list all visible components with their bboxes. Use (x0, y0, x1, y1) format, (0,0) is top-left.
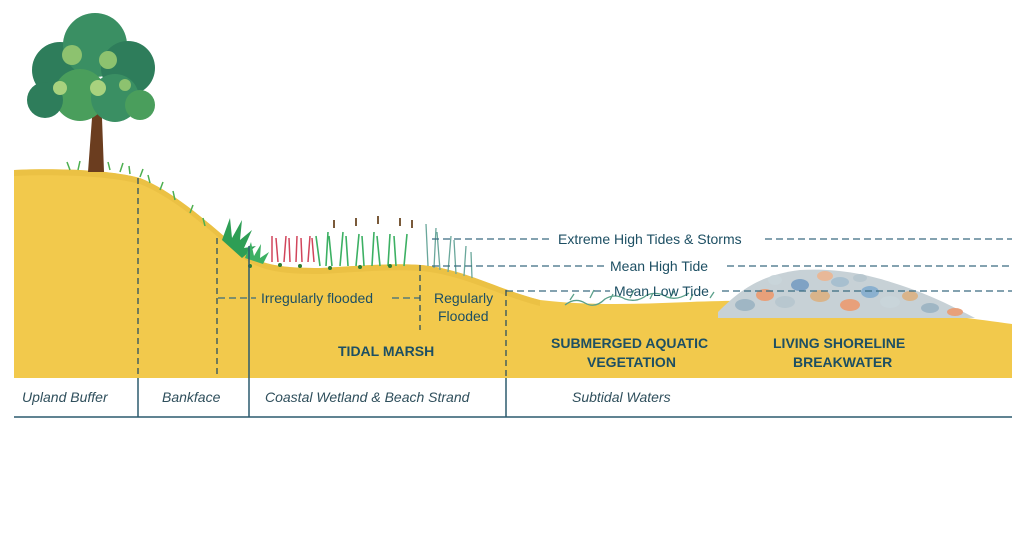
living-shoreline-label-1: LIVING SHORELINE (773, 335, 905, 351)
subtidal-waters-label: Subtidal Waters (572, 389, 671, 405)
extreme-tide-label: Extreme High Tides & Storms (558, 231, 742, 247)
ground-profile (14, 169, 1012, 378)
tree-icon (27, 13, 155, 172)
breakwater-rocks-icon (718, 269, 975, 318)
upland-grass-icon (66, 160, 206, 227)
sav-label-1: SUBMERGED AQUATIC (551, 335, 708, 351)
mean-high-tide-label: Mean High Tide (610, 258, 708, 274)
bankface-label: Bankface (162, 389, 221, 405)
bottom-table-lines (14, 246, 1012, 418)
coastal-wetland-label: Coastal Wetland & Beach Strand (265, 389, 471, 405)
regular-flood-label-2: Flooded (438, 308, 489, 324)
zone-dividers (137, 178, 507, 376)
mean-low-tide-label: Mean Low Tide (614, 283, 709, 299)
upland-buffer-label: Upland Buffer (22, 389, 109, 405)
irregular-flood-label: Irregularly flooded (261, 290, 373, 306)
tidal-marsh-label: TIDAL MARSH (338, 343, 434, 359)
regular-flood-label-1: Regularly (434, 290, 493, 306)
sav-label-2: VEGETATION (587, 354, 676, 370)
living-shoreline-label-2: BREAKWATER (793, 354, 892, 370)
marsh-grass-icon (222, 216, 473, 279)
tide-lines (218, 238, 1012, 299)
sav-icon (564, 289, 715, 306)
